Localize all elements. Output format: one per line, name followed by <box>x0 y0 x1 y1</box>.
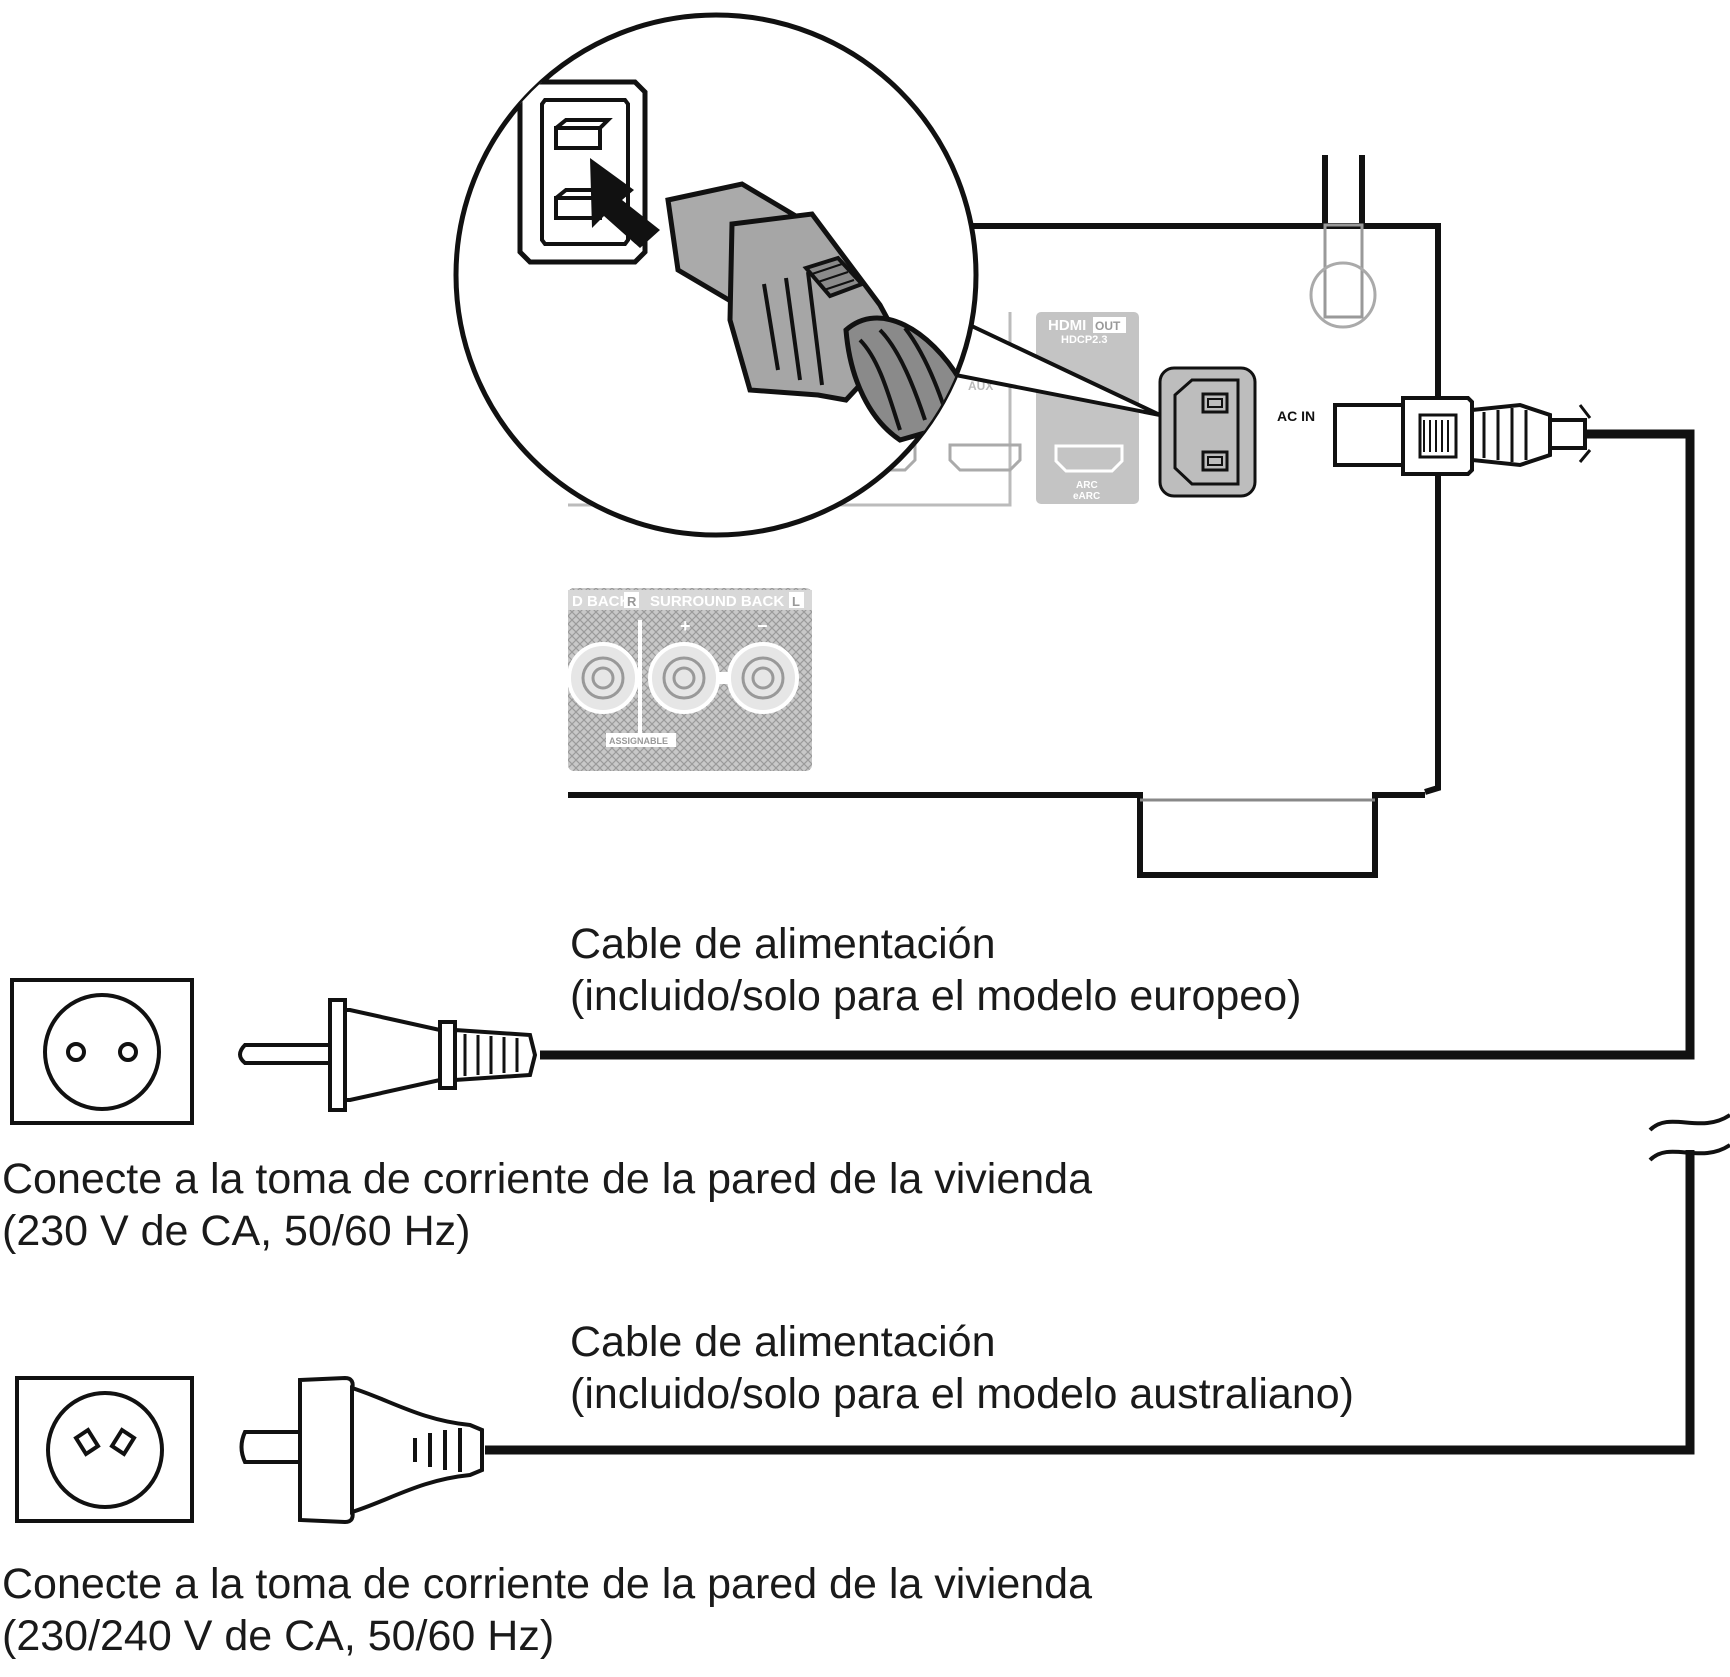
schuko-plug-icon <box>238 998 538 1112</box>
receiver-rear-panel: AUX HDMI OUT HDCP2.3 ARC eARC AC IN D BA <box>567 155 1441 878</box>
arc-label: ARC <box>1076 480 1098 491</box>
speaker-badge-right: L <box>792 594 800 609</box>
caption-line: (incluido/solo para el modelo australian… <box>570 1370 1354 1418</box>
zoom-callout <box>453 12 1161 538</box>
plus-sign: + <box>680 616 691 636</box>
hdmi-out-label: OUT <box>1095 319 1121 333</box>
speaker-label-left: D BACK <box>572 593 630 610</box>
caption-line: (incluido/solo para el modelo europeo) <box>570 972 1302 1020</box>
au-plug-icon <box>239 1375 484 1525</box>
eu-outlet-caption: Conecte a la toma de corriente de la par… <box>2 1153 1092 1257</box>
insert-arrow-icon <box>590 158 660 248</box>
iec-plug-icon <box>1333 396 1587 476</box>
au-cable-caption: Cable de alimentación (incluido/solo par… <box>570 1316 1354 1420</box>
hdcp-label: HDCP2.3 <box>1061 334 1107 346</box>
au-power-cord <box>15 1150 1695 1525</box>
speaker-label-right: SURROUND BACK <box>650 593 784 610</box>
caption-line: Conecte a la toma de corriente de la par… <box>2 1560 1093 1608</box>
ac-in-label: AC IN <box>1277 408 1315 424</box>
caption-line: Conecte a la toma de corriente de la par… <box>2 1155 1093 1203</box>
binding-post-icon <box>567 642 639 714</box>
au-outlet-caption: Conecte a la toma de corriente de la par… <box>2 1558 1092 1662</box>
hdmi-out-block: HDMI OUT HDCP2.3 ARC eARC <box>1036 312 1139 504</box>
minus-sign: − <box>757 616 768 636</box>
antenna-icon <box>1309 155 1377 329</box>
eu-power-cord <box>10 396 1695 1125</box>
ac-inlet <box>1158 366 1257 498</box>
hdmi-label: HDMI <box>1048 317 1086 334</box>
eu-wall-outlet <box>10 978 194 1125</box>
binding-post-icon <box>727 642 799 714</box>
caption-line: (230/240 V de CA, 50/60 Hz) <box>2 1612 555 1660</box>
hdmi-port <box>948 443 1022 472</box>
earc-label: eARC <box>1073 491 1100 502</box>
binding-post-icon <box>648 642 720 714</box>
caption-line: Cable de alimentación <box>570 1318 996 1366</box>
caption-line: (230 V de CA, 50/60 Hz) <box>2 1207 471 1255</box>
au-wall-outlet <box>15 1376 194 1523</box>
eu-cable-caption: Cable de alimentación (incluido/solo par… <box>570 918 1301 1022</box>
assignable-label: ASSIGNABLE <box>609 736 668 746</box>
speaker-terminals: D BACK R SURROUND BACK L + − <box>567 588 812 771</box>
speaker-badge-left: R <box>627 594 637 609</box>
caption-line: Cable de alimentación <box>570 920 996 968</box>
